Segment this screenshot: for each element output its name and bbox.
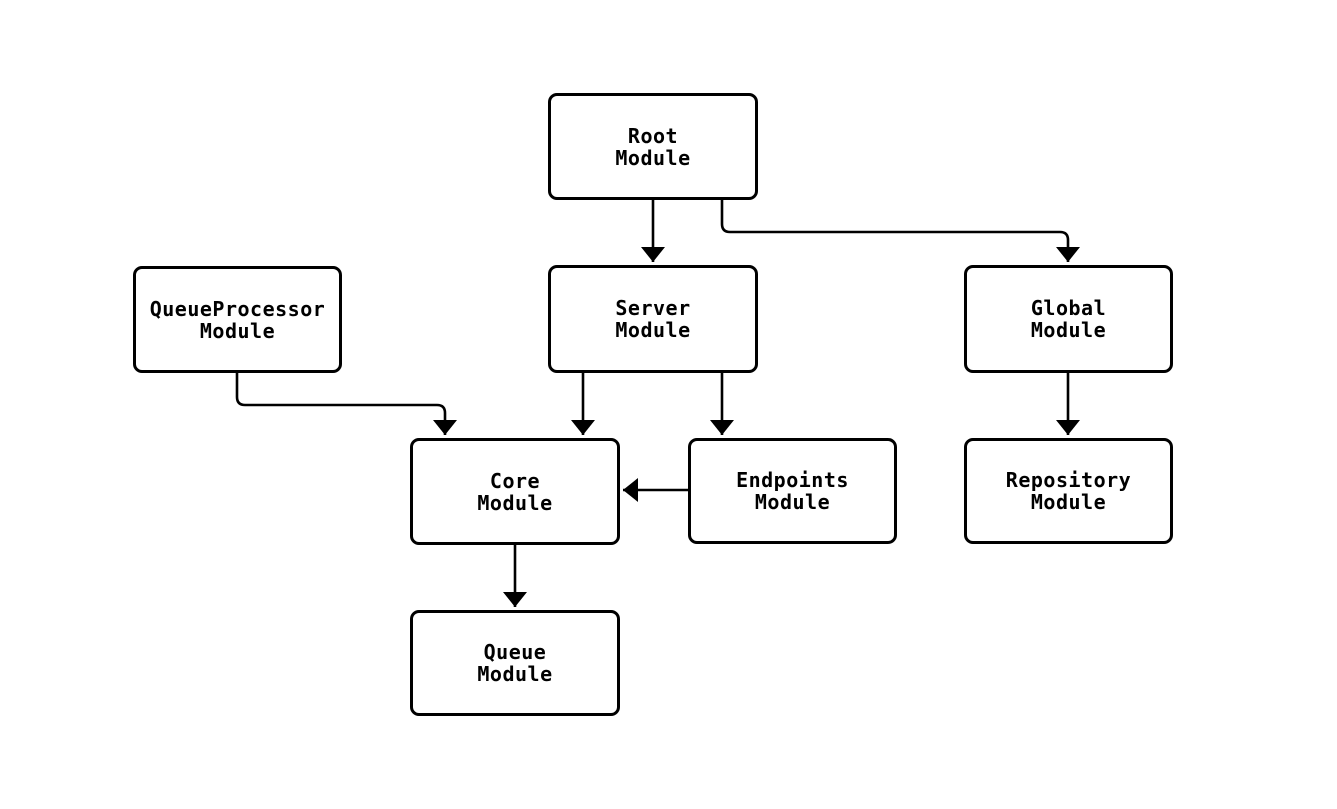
node-core-module-label-line1: Core bbox=[489, 468, 541, 493]
node-repository-module-label-line2: Module bbox=[1030, 490, 1107, 514]
node-queue-module-label-line2: Module bbox=[477, 662, 553, 686]
node-root-module-label-line2: Module bbox=[615, 145, 691, 170]
edge-queueprocessor-to-core bbox=[235, 373, 457, 435]
node-repository-module-label-line1: Repository bbox=[1005, 468, 1132, 492]
node-endpoints-module-label-line1: Endpoints bbox=[736, 468, 849, 492]
node-core-module-label-line2: Module bbox=[477, 490, 553, 515]
node-server-module: Server Module bbox=[548, 265, 758, 373]
node-global-module-label-line2: Module bbox=[1030, 318, 1107, 342]
node-endpoints-module-label-line2: Module bbox=[754, 490, 831, 514]
node-root-module: Root Module bbox=[548, 93, 758, 200]
node-global-module-label-line1: Global bbox=[1030, 296, 1107, 320]
node-repository-module: Repository Module bbox=[964, 438, 1173, 544]
node-endpoints-module: Endpoints Module bbox=[688, 438, 897, 544]
node-root-module-label-line1: Root bbox=[627, 123, 679, 148]
edge-root-to-global bbox=[720, 200, 1080, 262]
node-queue-module-label-line1: Queue bbox=[483, 640, 547, 664]
node-queueprocessor-module-label-line1: QueueProcessor bbox=[149, 296, 326, 321]
node-queue-module: Queue Module bbox=[410, 610, 620, 716]
node-queueprocessor-module-label-line2: Module bbox=[199, 318, 276, 343]
node-server-module-label-line2: Module bbox=[615, 318, 691, 342]
node-global-module: Global Module bbox=[964, 265, 1173, 373]
node-server-module-label-line1: Server bbox=[615, 296, 691, 320]
node-core-module: Core Module bbox=[410, 438, 620, 545]
node-queueprocessor-module: QueueProcessor Module bbox=[133, 266, 342, 373]
